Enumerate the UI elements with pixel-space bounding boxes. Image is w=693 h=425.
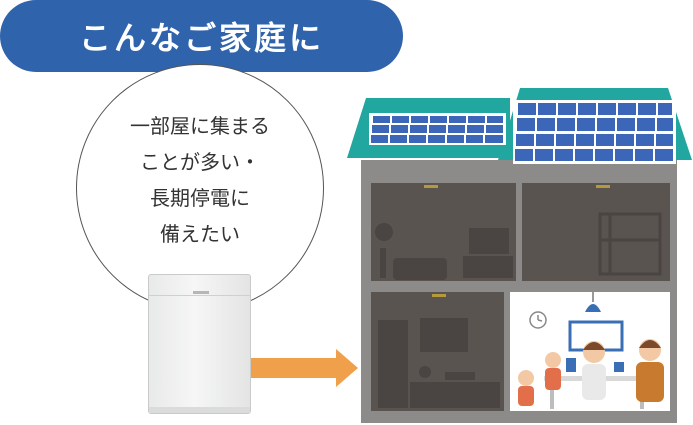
arrow-head (336, 349, 358, 387)
battery-logo-mark (193, 291, 209, 294)
home-storage-battery-icon (148, 274, 251, 414)
room-upper-right (522, 183, 670, 281)
battery-panel-line (149, 295, 250, 296)
bubble-line-4: 備えたい (160, 222, 240, 246)
solar-panel-right (513, 100, 676, 164)
bubble-line-1: 一部屋に集まる (130, 114, 270, 138)
arrow-right-icon (251, 358, 337, 378)
solar-panel-left (369, 113, 506, 145)
family-scene (518, 292, 664, 409)
header-title-badge: こんなご家庭に (0, 0, 403, 72)
header-title: こんなご家庭に (78, 19, 324, 57)
speech-bubble (76, 64, 324, 312)
speech-bubble-text: 一部屋に集まる ことが多い・ 長期停電に 備えたい (76, 108, 324, 252)
bubble-line-2: ことが多い・ (140, 150, 260, 174)
battery-base (149, 407, 250, 413)
bubble-line-3: 長期停電に (150, 186, 250, 210)
